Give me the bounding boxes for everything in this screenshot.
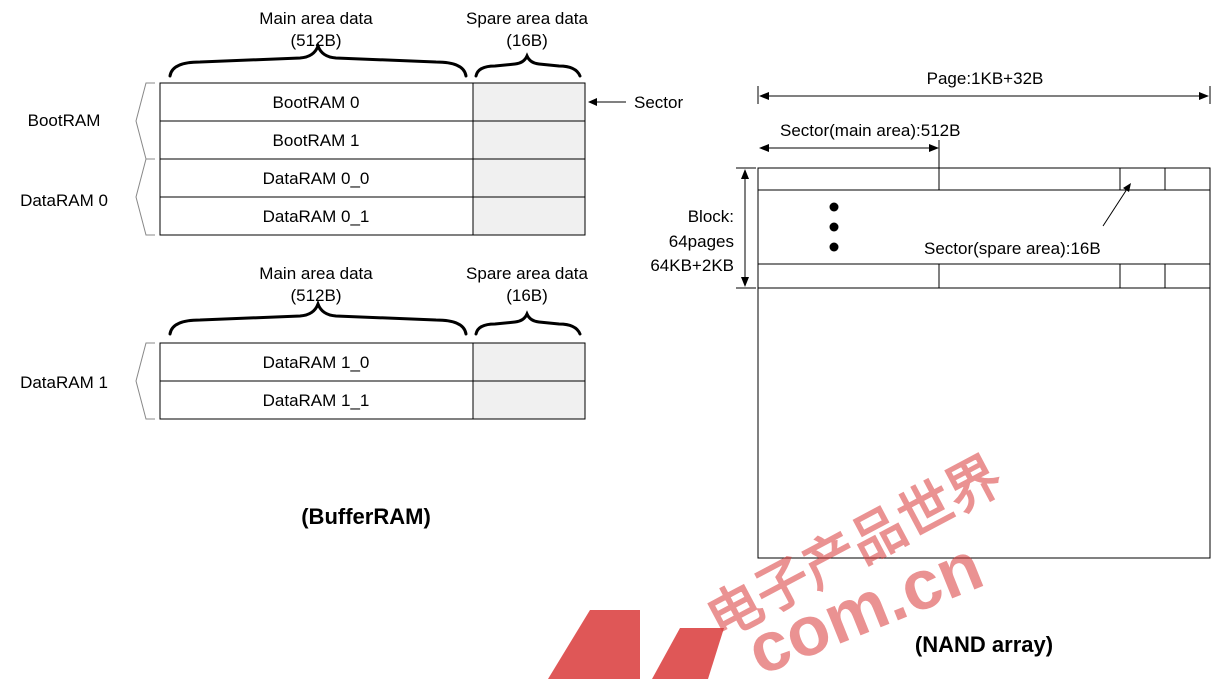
dataram1-bracket [135,342,155,420]
bootram-bracket [135,82,155,160]
buffer-row-label: BootRAM 1 [273,131,360,150]
buffer-row-spare [472,196,586,236]
buffer-row-label: DataRAM 0_0 [263,169,370,188]
block-dim-arrow-top [741,169,749,179]
buffer-row-label: DataRAM 1_1 [263,391,370,410]
buffer-row-spare [472,342,586,382]
spare-pointer-arrowhead [1123,183,1131,192]
buffer-row-label: DataRAM 1_0 [263,353,370,372]
dataram0-bracket [135,158,155,236]
group-label-dataram1: DataRAM 1 [20,373,108,392]
spare-area-header: Spare area data [466,9,588,28]
spare-area-header: Spare area data [466,264,588,283]
spare-area-size: (16B) [506,31,548,50]
buffer-row-spare [472,380,586,420]
bufferram-caption: (BufferRAM) [301,504,431,529]
buffer-ram-bottom-group: Main area data (512B) Spare area data (1… [20,264,589,420]
block-label-line3: 64KB+2KB [650,256,734,275]
buffer-row-spare [472,82,586,122]
block-dim-arrow-bottom [741,277,749,287]
watermark-logo-shape [652,628,724,679]
buffer-row-main [159,380,474,420]
main-area-size: (512B) [290,286,341,305]
ellipsis-dot [829,242,839,252]
sector-arrowhead [588,98,597,106]
sector-label: Sector [634,93,683,112]
page-dim-arrow-left [759,92,769,100]
ellipsis-dot [829,222,839,232]
buffer-row-label: DataRAM 0_1 [263,207,370,226]
sector-main-arrow-right [929,144,939,152]
spare-area-size: (16B) [506,286,548,305]
buffer-row-label: BootRAM 0 [273,93,360,112]
buffer-row-spare [472,158,586,198]
group-label-bootram: BootRAM [28,111,101,130]
group-label-dataram0: DataRAM 0 [20,191,108,210]
block-label-line2: 64pages [669,232,734,251]
watermark-logo-shape [548,610,640,679]
main-area-size: (512B) [290,31,341,50]
main-area-brace [168,299,468,336]
main-area-header: Main area data [259,9,373,28]
nand-array-caption: (NAND array) [915,632,1053,657]
sector-spare-label: Sector(spare area):16B [924,239,1101,258]
page-dim-arrow-right [1199,92,1209,100]
main-area-header: Main area data [259,264,373,283]
nand-array: Page:1KB+32B Sector(main area):512B [650,69,1211,559]
buffer-ram-top-group: Main area data (512B) Spare area data (1… [20,9,683,236]
buffer-row-main [159,342,474,382]
nand-block-outline [757,167,1211,559]
buffer-row-spare [472,120,586,160]
spare-pointer-line [1102,185,1130,227]
main-area-brace [168,41,468,78]
spare-area-brace [474,52,582,78]
spare-area-brace [474,310,582,336]
page-size-label: Page:1KB+32B [927,69,1044,88]
sector-main-arrow-left [759,144,769,152]
sector-main-label: Sector(main area):512B [780,121,960,140]
block-label-line1: Block: [688,207,734,226]
ellipsis-dot [829,202,839,212]
